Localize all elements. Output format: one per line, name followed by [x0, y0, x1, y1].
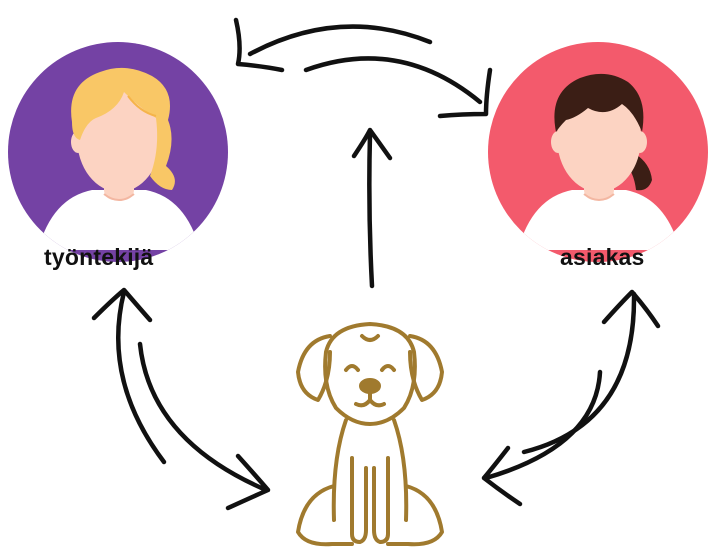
dog-icon — [296, 322, 444, 547]
arrow-customer-to-dog — [481, 369, 603, 507]
arrow-dog-to-customer — [521, 289, 661, 455]
relationship-arrows — [91, 17, 661, 511]
arrow-dog-to-worker — [91, 287, 167, 465]
customer-label: asiakas — [560, 244, 645, 270]
worker-label: työntekijä — [44, 244, 154, 270]
customer-avatar — [488, 42, 708, 262]
arrow-worker-to-dog — [137, 341, 271, 511]
arrow-worker-to-customer — [303, 56, 493, 119]
arrow-dog-to-top — [351, 127, 393, 289]
worker-avatar — [8, 42, 228, 262]
arrow-customer-to-worker — [233, 17, 433, 73]
